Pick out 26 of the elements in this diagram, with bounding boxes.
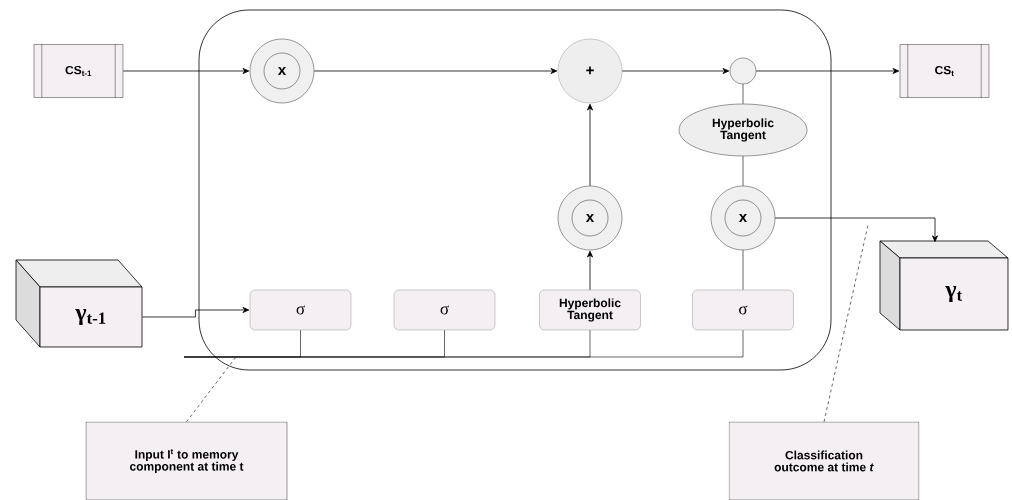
arrow xyxy=(755,68,900,74)
gate-box: Hyperbolic Tangent xyxy=(539,289,641,331)
arrow xyxy=(587,250,593,291)
output-cube: γ$_{t}$ xyxy=(879,240,1009,331)
connector-line xyxy=(742,83,744,105)
cell-frame xyxy=(198,9,832,371)
callout-box: Classification outcome at time t xyxy=(728,421,920,500)
arrow xyxy=(621,68,730,74)
output-cube: γ$_{t-1}$ xyxy=(15,259,143,348)
leader-line xyxy=(823,224,869,423)
state-box: CS$_{t}$ xyxy=(899,44,990,98)
arrow xyxy=(122,68,250,74)
gate-box: σ xyxy=(393,289,496,331)
gate-box: σ xyxy=(692,289,794,331)
connector-line xyxy=(742,155,744,187)
connector-line xyxy=(183,329,744,358)
callout-box: Input I$^{t}$ to memory component at time t xyxy=(85,421,288,500)
arrow xyxy=(313,68,558,74)
connector-line xyxy=(742,249,744,291)
gate-box: σ xyxy=(249,289,352,331)
arrow xyxy=(774,217,938,242)
junction-circle xyxy=(729,57,757,85)
arrow xyxy=(142,307,250,318)
arrow xyxy=(587,103,593,187)
leader-line xyxy=(186,357,236,423)
state-box: CS$_{t-1}$ xyxy=(33,44,124,98)
